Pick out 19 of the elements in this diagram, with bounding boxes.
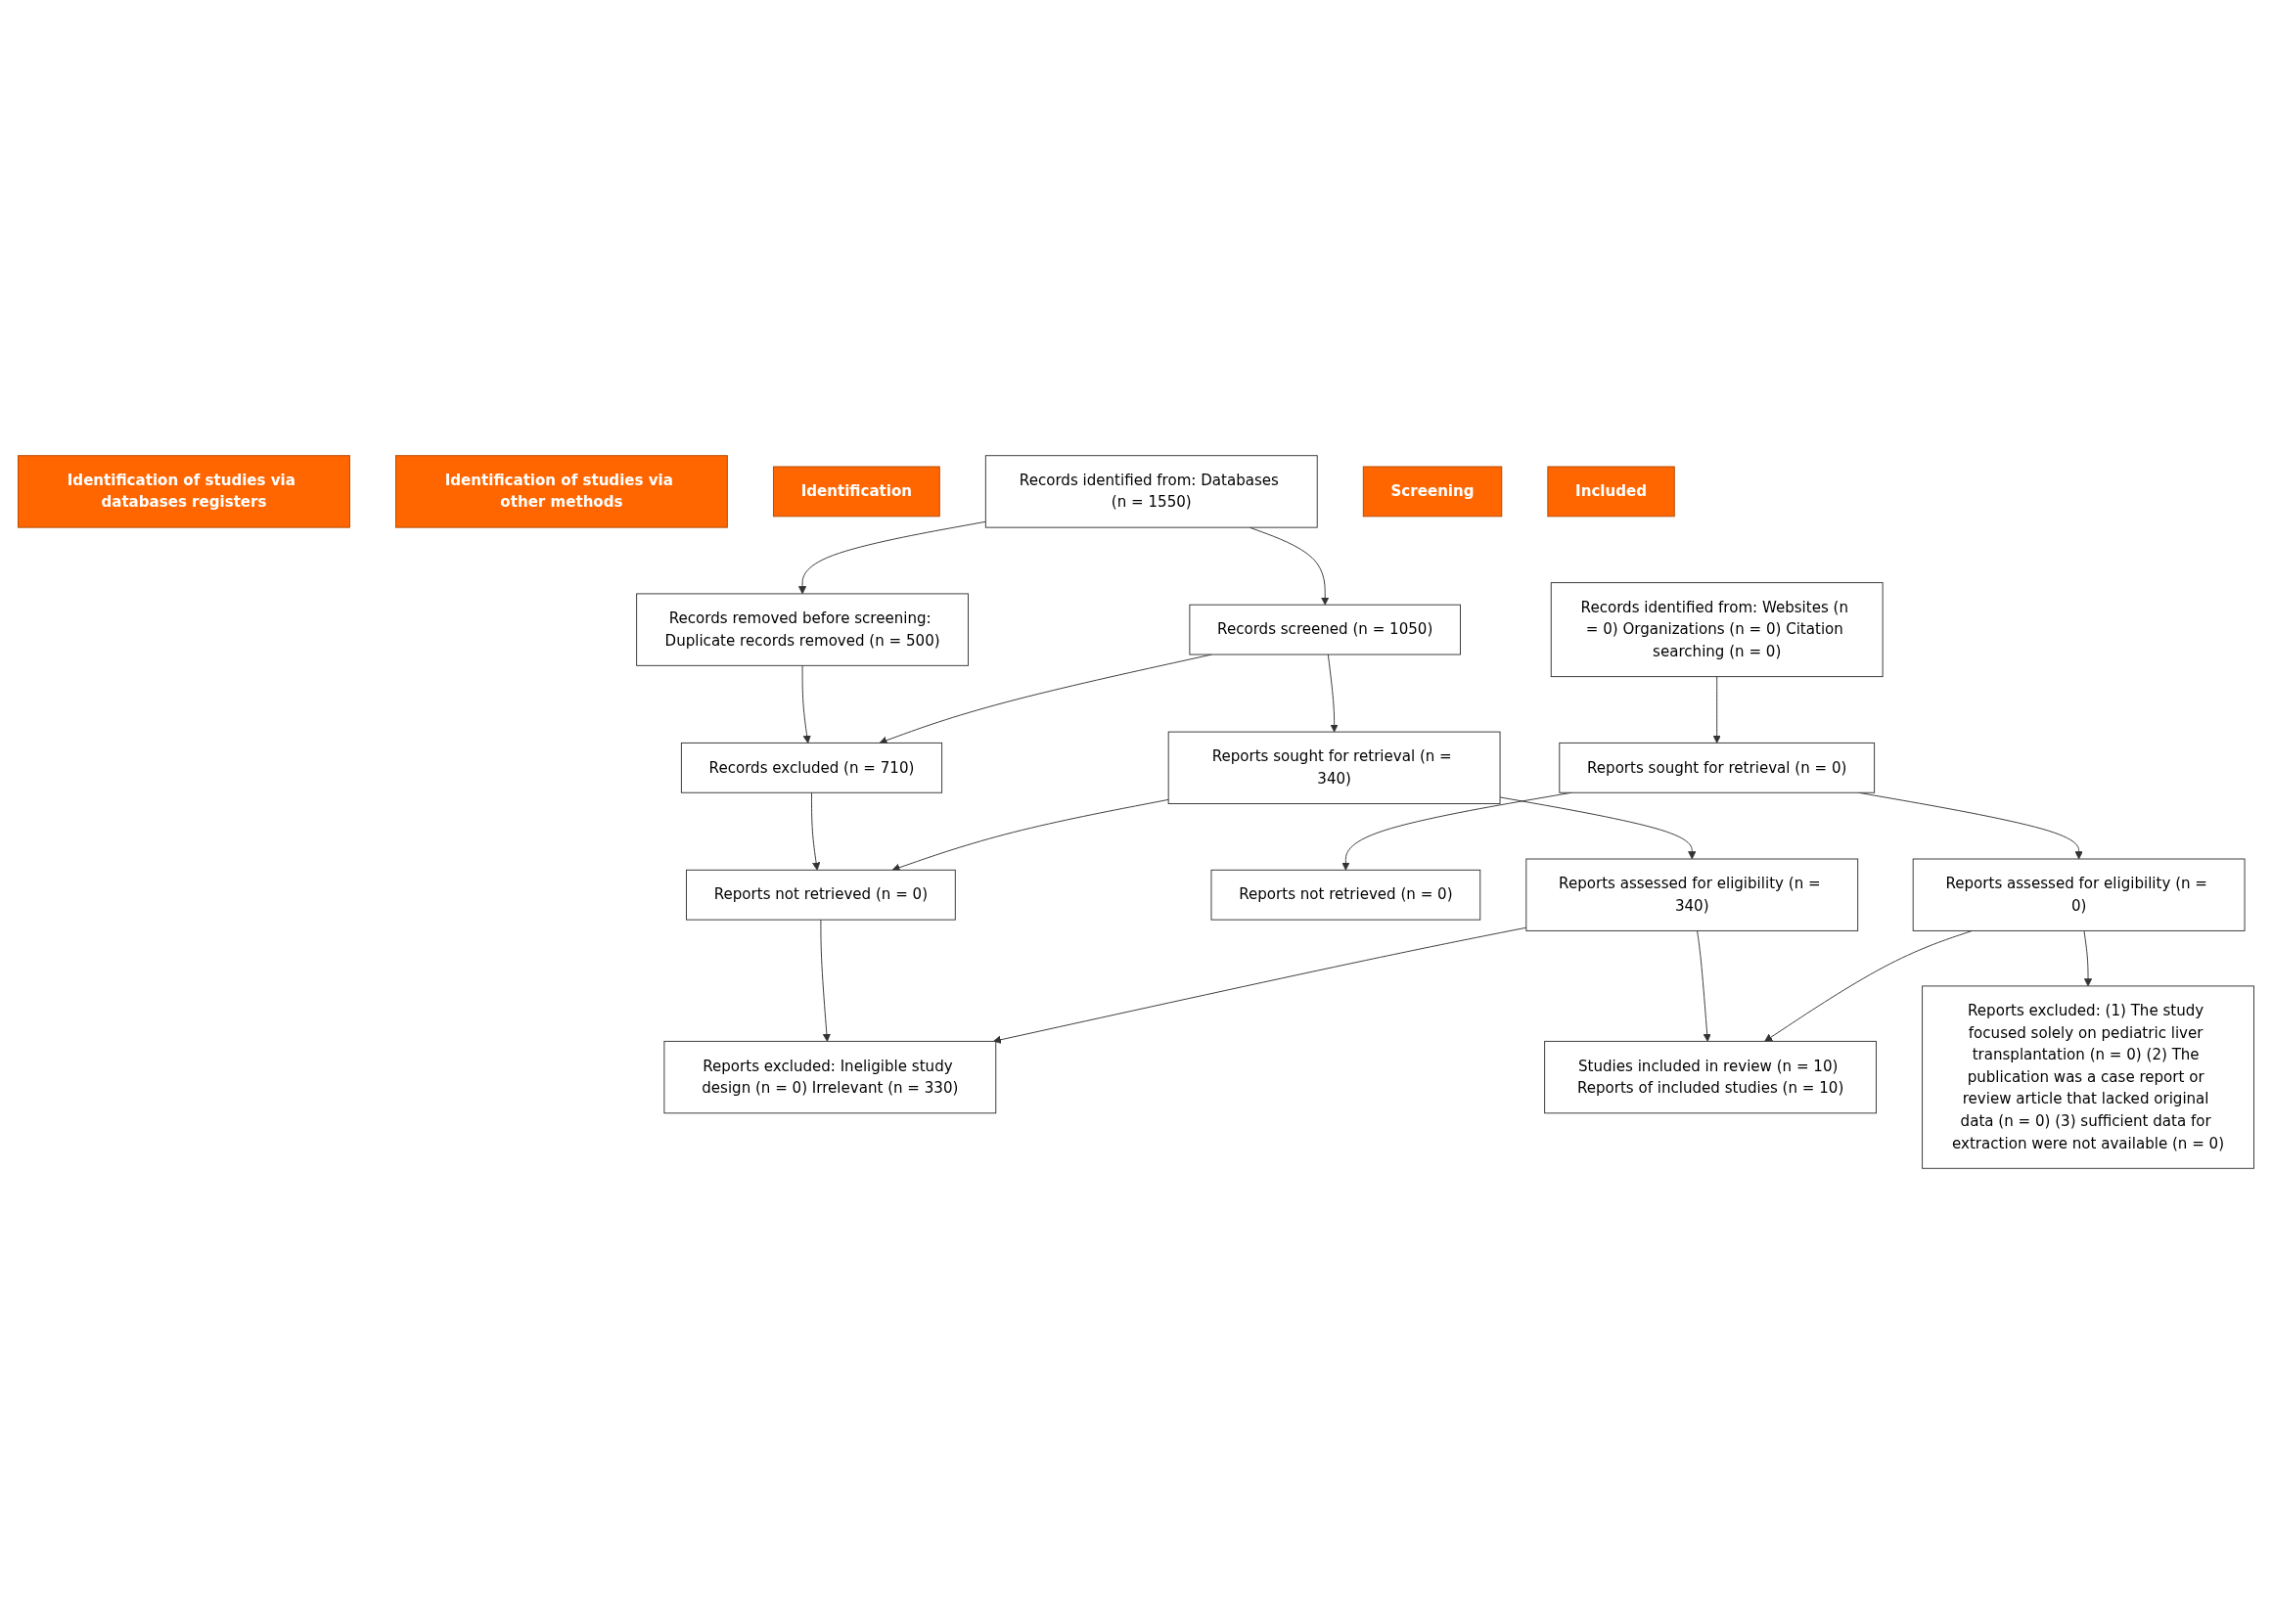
- node-box: Reports sought for retrieval (n = 340): [1167, 731, 1501, 804]
- node-box: Records removed before screening: Duplicate records removed (n = 500): [636, 593, 969, 666]
- node-box: Reports assessed for eligibility (n = 0): [1912, 858, 2246, 931]
- node-box: Identification of studies via other methods: [395, 455, 728, 528]
- node-box: Records excluded (n = 710): [680, 742, 943, 793]
- node-box: Identification: [772, 466, 940, 518]
- node-box: Reports assessed for eligibility (n = 340): [1525, 858, 1859, 931]
- node-box: Records identified from: Websites (n = 0) Organizations (n = 0) Citation searching (n = 0): [1550, 582, 1884, 678]
- node-box: Screening: [1362, 466, 1503, 518]
- node-box: Reports not retrieved (n = 0): [1210, 869, 1481, 921]
- node-box: Reports excluded: (1) The study focused solely on pediatric liver transplantation (n = 0) (2) The publication was a case report or review article that lacked original data (n = 0) (3) sufficient data for extraction were not available (n = 0): [1922, 985, 2254, 1169]
- node-box: Reports sought for retrieval (n = 0): [1559, 742, 1876, 793]
- node-box: Reports excluded: Ineligible study design (n = 0) Irrelevant (n = 330): [663, 1040, 997, 1114]
- node-box: Identification of studies via databases registers: [18, 455, 350, 528]
- node-box: Records screened (n = 1050): [1189, 604, 1461, 655]
- node-box: Reports not retrieved (n = 0): [686, 869, 956, 921]
- node-box: Included: [1547, 466, 1675, 518]
- node-box: Studies included in review (n = 10) Reports of included studies (n = 10): [1544, 1040, 1877, 1114]
- node-box: Records identified from: Databases (n = 1550): [984, 455, 1318, 528]
